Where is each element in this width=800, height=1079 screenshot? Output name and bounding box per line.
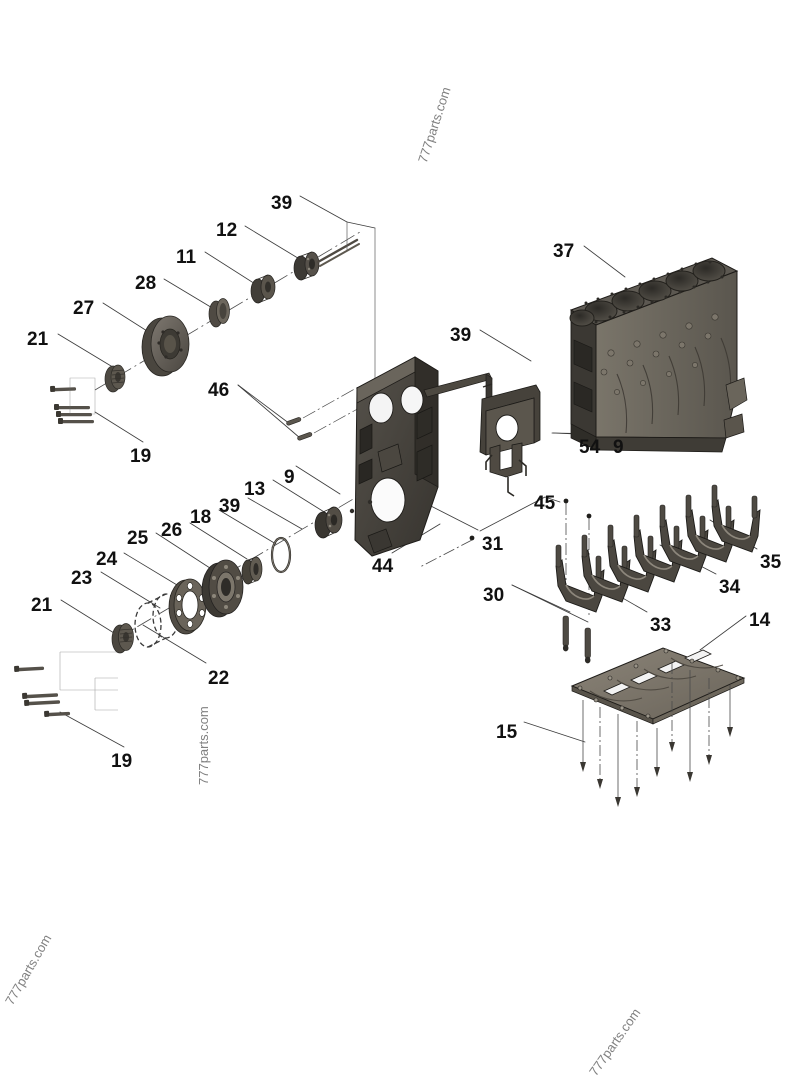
callout-25: 25 (127, 528, 149, 549)
callout-31: 31 (482, 534, 504, 555)
callout-27: 27 (73, 298, 95, 319)
bearing-cap (607, 524, 657, 593)
callout-39-train: 39 (219, 496, 241, 517)
callout-18: 18 (190, 507, 212, 528)
bearing-cap (659, 504, 709, 573)
gear-train-lower-assembly (14, 494, 373, 717)
bolt-21-upper (50, 385, 77, 392)
bearing-cap (581, 534, 631, 603)
bearing-cap (555, 544, 605, 613)
callout-24: 24 (96, 549, 118, 570)
part-14-bed-plate (570, 647, 746, 725)
callout-35: 35 (760, 552, 782, 573)
callout-33: 33 (650, 615, 672, 636)
callout-21-upper: 21 (27, 329, 49, 350)
callout-45: 45 (534, 493, 556, 514)
part-37-cylinder-block (569, 257, 748, 453)
part-24-retainer-plate (168, 578, 207, 635)
callout-19-upper: 19 (130, 446, 152, 467)
callout-19-lower: 19 (111, 751, 133, 772)
callout-12: 12 (216, 220, 238, 241)
callout-26: 26 (161, 520, 183, 541)
bearing-cap (633, 514, 683, 583)
bolt-21-lower (14, 665, 61, 706)
callout-11: 11 (176, 247, 197, 268)
bolt-19-upper-set (54, 404, 94, 424)
gear-train-upper-assembly (50, 222, 376, 424)
main-bearing-cap-group (555, 484, 761, 613)
part-28-spacer-ring (208, 298, 230, 328)
part-39-pin-lower (349, 508, 355, 514)
part-26-spacer-collar (241, 556, 263, 585)
bearing-cap-rear (711, 484, 761, 553)
part-9-pin-lower (367, 499, 373, 505)
bolt-19-lower (44, 710, 71, 717)
callout-9-block: 9 (613, 437, 624, 458)
callout-34: 34 (719, 577, 741, 598)
part-27-timing-gear (141, 315, 190, 377)
part-18-o-ring (270, 536, 292, 574)
leader-line-group (57, 195, 758, 748)
part-30-main-bolts (562, 615, 591, 664)
callout-28: 28 (135, 273, 157, 294)
part-13-bushing-hub (314, 506, 343, 539)
part-21-hub (104, 364, 126, 393)
part-25-ball-bearing (201, 559, 244, 618)
callout-37: 37 (553, 241, 575, 262)
part-44-front-housing (354, 356, 493, 557)
callout-23: 23 (71, 568, 93, 589)
bearing-cap (685, 494, 735, 563)
callout-30: 30 (483, 585, 505, 606)
bolt-head-group (580, 727, 733, 807)
callout-39: 39 (271, 193, 293, 214)
callout-22: 22 (208, 668, 230, 689)
callout-21-lower: 21 (31, 595, 53, 616)
callout-13: 13 (244, 479, 266, 500)
callout-46: 46 (208, 380, 230, 401)
part-12-bushing (293, 251, 320, 281)
callout-39-block: 39 (450, 325, 472, 346)
part-54-bracket (479, 383, 541, 497)
part-22-hub-flange (111, 623, 134, 654)
part-11-bushing (250, 274, 276, 304)
part-15-bed-plate-bolts (582, 663, 731, 800)
callout-15: 15 (496, 722, 518, 743)
part-39-rod-upper (316, 238, 360, 267)
callout-9-train: 9 (284, 467, 295, 488)
callout-54: 54 (579, 437, 601, 458)
callout-44: 44 (372, 556, 394, 577)
watermark-middle: 777parts.com (196, 706, 211, 785)
callout-14: 14 (749, 610, 771, 631)
